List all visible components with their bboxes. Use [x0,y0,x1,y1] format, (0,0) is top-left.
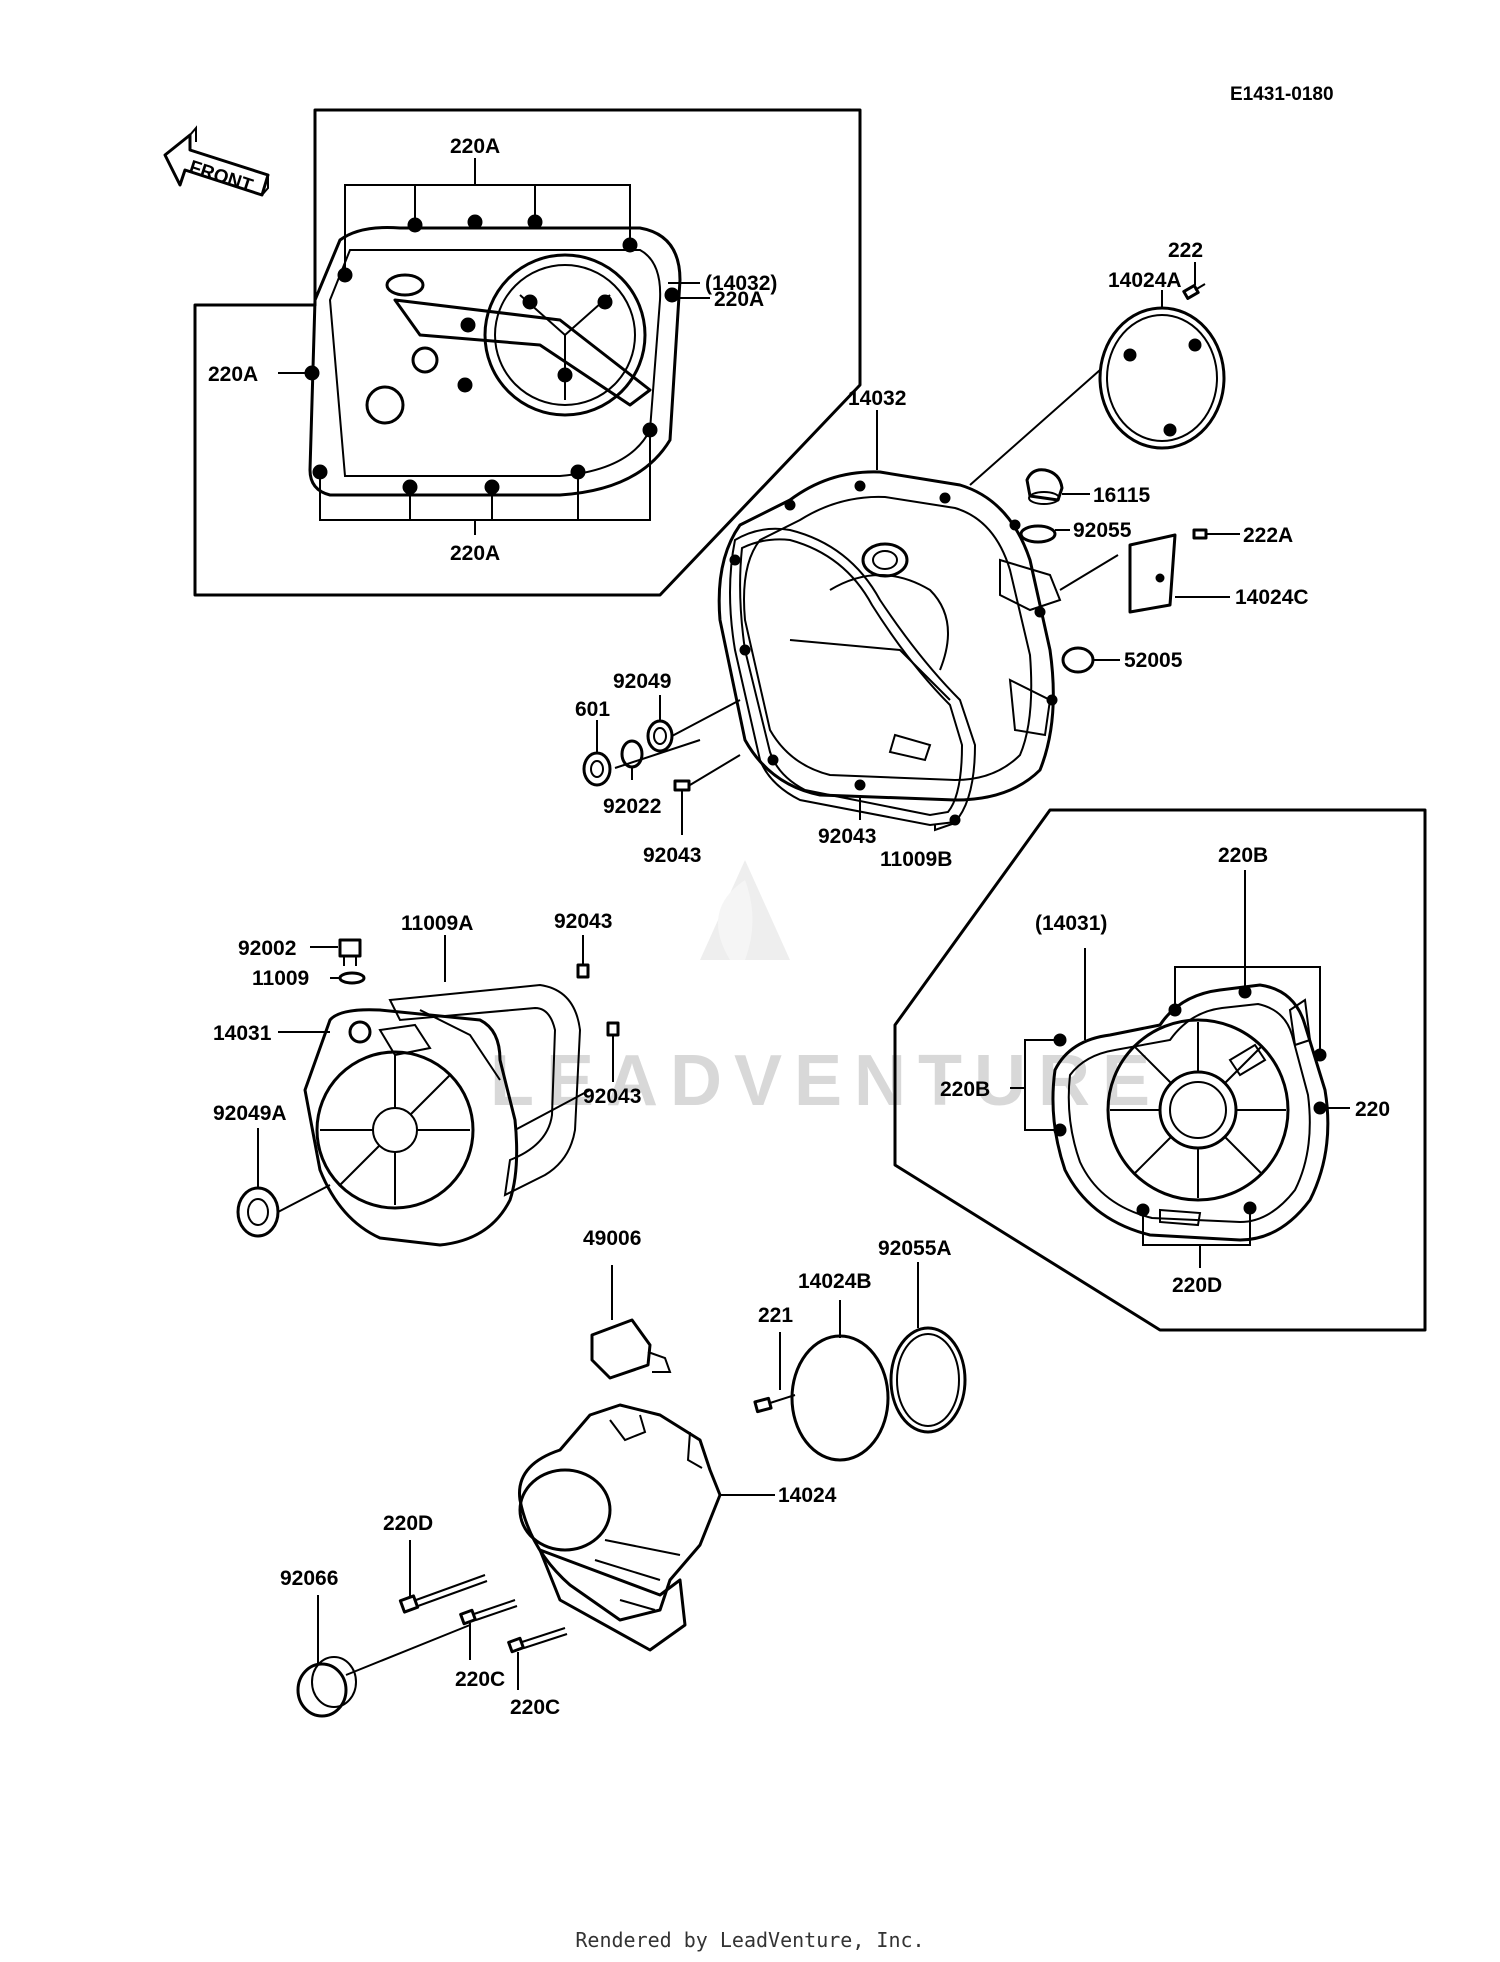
label-14031-ref: (14031) [1035,912,1107,935]
crankcase-cover-14032 [717,470,1062,826]
label-220d-right: 220D [1172,1274,1222,1297]
label-220a-top: 220A [450,135,500,158]
label-220a-right: 220A [714,288,764,311]
label-52005: 52005 [1124,649,1183,672]
bolt-221 [753,1394,796,1414]
bolt-222 [1182,283,1206,300]
label-220b-top: 220B [1218,844,1268,867]
label-220c-a: 220C [455,1668,505,1691]
bolt-220c-a [459,1599,518,1626]
label-92043-b: 92043 [818,825,876,848]
o-ring-92055a [889,1326,967,1434]
label-92066: 92066 [280,1567,338,1590]
label-220d: 220D [383,1512,433,1535]
engine-cover-14024 [518,1403,722,1652]
diagram-reference: E1431-0180 [1230,84,1334,105]
label-49006: 49006 [583,1227,641,1250]
label-220: 220 [1355,1098,1390,1121]
detail-box-clutch-cover [193,108,862,597]
label-14024: 14024 [778,1484,837,1507]
drain-plug-92002 [338,938,362,966]
detail-box-generator-cover [893,808,1427,1332]
label-92055a: 92055A [878,1237,952,1260]
bearing-601 [582,751,612,787]
label-14031: 14031 [213,1022,272,1045]
cover-14024a [1098,306,1226,450]
label-220b-left: 220B [940,1078,990,1101]
label-222a: 222A [1243,524,1293,547]
label-14024a: 14024A [1108,269,1182,292]
washer-11009 [338,971,366,985]
bolt-222a [1192,528,1216,540]
watermark-text: LEADVENTURE [490,1041,1162,1121]
footer-credit: Rendered by LeadVenture, Inc. [575,1928,925,1952]
label-14024c: 14024C [1235,586,1309,609]
label-14024b: 14024B [798,1270,872,1293]
label-92022: 92022 [603,795,661,818]
bushing-52005 [1061,646,1095,674]
front-arrow-label: FRONT [186,157,255,197]
label-11009b: 11009B [880,848,952,871]
label-220c-b: 220C [510,1696,560,1719]
dowel-pin-92043-a [673,779,691,792]
label-16115: 16115 [1093,484,1151,507]
label-92043-c: 92043 [554,910,612,933]
front-arrow-icon: FRONT [163,125,270,197]
watermark-logo [700,860,790,960]
generator-cover-detail [1051,983,1330,1242]
dowel-pin-92043-d [606,1021,620,1037]
label-11009a: 11009A [401,912,473,935]
bracket-14024c [1128,533,1177,614]
filler-cap-16115 [1025,468,1064,505]
label-222: 222 [1168,239,1203,262]
label-14032: 14032 [848,387,906,410]
label-14032-ref: (14032) [705,272,777,295]
label-92043-a: 92043 [643,844,701,867]
label-220a-bottom: 220A [450,542,500,565]
label-92043-d: 92043 [583,1085,641,1108]
label-92055: 92055 [1073,519,1132,542]
bolt-220d [398,1574,488,1614]
plug-92066 [296,1656,357,1718]
sensor-49006 [590,1318,672,1380]
label-601: 601 [575,698,610,721]
generator-cover-14031 [303,1008,519,1247]
cover-14024b [790,1334,890,1462]
dowel-pin-92043-c [576,963,590,979]
label-221: 221 [758,1304,793,1327]
bolt-220c-b [507,1627,568,1654]
label-92049: 92049 [613,670,671,693]
label-11009: 11009 [252,967,309,990]
oil-seal-92049a [236,1186,280,1238]
gasket-11009b [729,527,977,827]
label-92049a: 92049A [213,1102,287,1125]
oil-seal-92049 [646,719,674,753]
gasket-11009a [388,983,582,1197]
clutch-cover-detail [304,214,682,497]
label-92002: 92002 [238,937,296,960]
label-220a-left: 220A [208,363,258,386]
o-ring-92055 [1019,524,1057,544]
